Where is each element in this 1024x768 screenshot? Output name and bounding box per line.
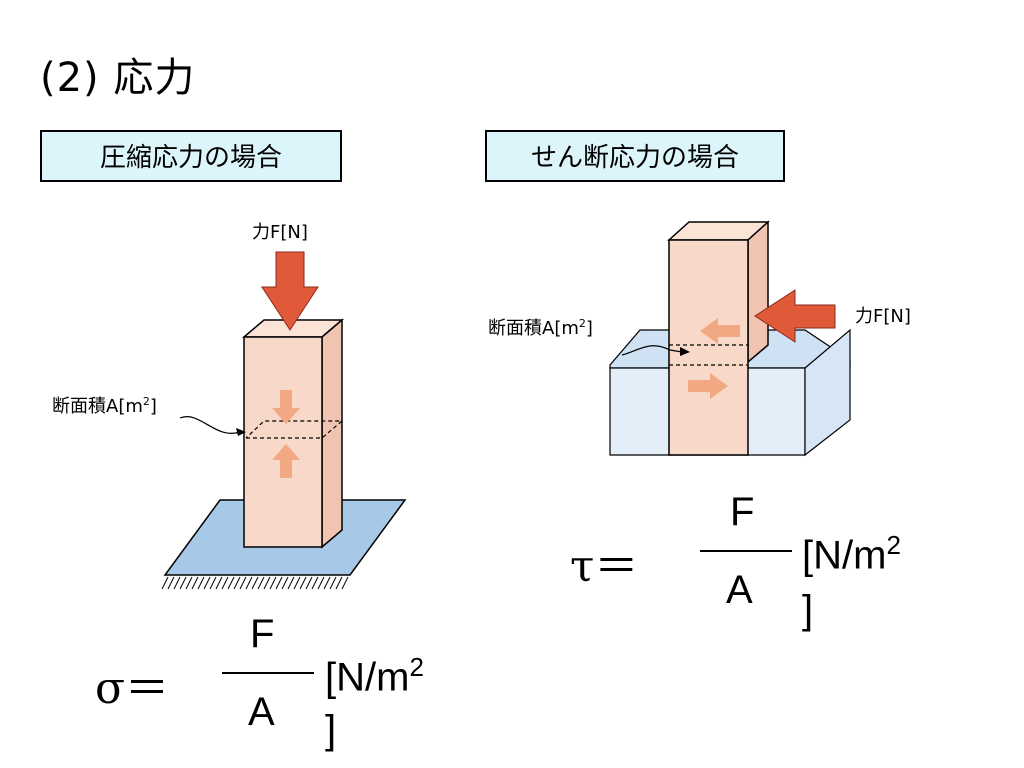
hatch-line <box>317 576 325 590</box>
hatch-line <box>305 576 313 590</box>
hatch-line <box>227 576 235 590</box>
shear-block-side <box>747 220 769 364</box>
hatch-line <box>215 576 223 590</box>
hatch-line <box>209 576 217 590</box>
tau-denominator: A <box>726 568 753 612</box>
leader-line <box>179 416 241 434</box>
tau-lhs: τ＝ <box>570 541 639 592</box>
block-front <box>243 336 323 548</box>
hatch-line <box>263 576 271 590</box>
tau-fraction-bar <box>700 550 792 552</box>
stress-arrow-down <box>272 390 300 424</box>
hatch-line <box>287 576 295 590</box>
hatch-line <box>251 576 259 590</box>
hatch-line <box>233 576 241 590</box>
sigma-unit: [N/m2 <box>325 652 424 700</box>
hatch-line <box>203 576 211 590</box>
ground-hatching <box>161 574 350 590</box>
shear-base-side <box>804 328 851 457</box>
sigma-lhs: σ＝ <box>95 663 170 714</box>
hatch-line <box>335 576 343 590</box>
hatch-line <box>311 576 319 590</box>
shear-block-front <box>668 239 749 456</box>
hatch-line <box>167 576 175 590</box>
hatch-line <box>293 576 301 590</box>
hatch-line <box>257 576 265 590</box>
shear-force-arrow <box>754 289 836 343</box>
sigma-fraction-bar <box>222 672 314 674</box>
tau-numerator: F <box>730 490 755 534</box>
force-arrow <box>261 251 319 331</box>
tau-unit: [N/m2 <box>802 530 901 578</box>
compression-force-label: 力F[N] <box>252 222 308 243</box>
hatch-line <box>161 576 169 590</box>
hatch-line <box>245 576 253 590</box>
hatch-line <box>275 576 283 590</box>
stress-arrow-up <box>272 444 300 478</box>
shear-force-label: 力F[N] <box>855 306 911 327</box>
hatch-line <box>239 576 247 590</box>
hatch-line <box>299 576 307 590</box>
sigma-numerator: F <box>250 612 275 656</box>
cross-section <box>245 420 344 439</box>
shear-arrow-right <box>688 373 728 399</box>
hatch-line <box>323 576 331 590</box>
compression-area-label: 断面積A[m2] <box>52 395 157 417</box>
hatch-line <box>173 576 181 590</box>
hatch-line <box>329 576 337 590</box>
compression-heading: 圧縮応力の場合 <box>40 130 342 182</box>
hatch-line <box>269 576 277 590</box>
hatch-line <box>179 576 187 590</box>
hatch-line <box>197 576 205 590</box>
shear-arrow-left <box>700 318 740 344</box>
shear-heading: せん断応力の場合 <box>485 130 785 182</box>
shear-area-label: 断面積A[m2] <box>488 317 593 339</box>
hatch-line <box>191 576 199 590</box>
sigma-denominator: A <box>248 690 275 734</box>
sigma-unit-close: ] <box>325 708 337 752</box>
hatch-line <box>185 576 193 590</box>
slide-title: (2) 応力 <box>40 55 196 101</box>
hatch-line <box>221 576 229 590</box>
tau-unit-close: ] <box>802 588 814 632</box>
hatch-line <box>281 576 289 590</box>
hatch-line <box>341 576 349 590</box>
shear-leader-line <box>621 345 671 356</box>
